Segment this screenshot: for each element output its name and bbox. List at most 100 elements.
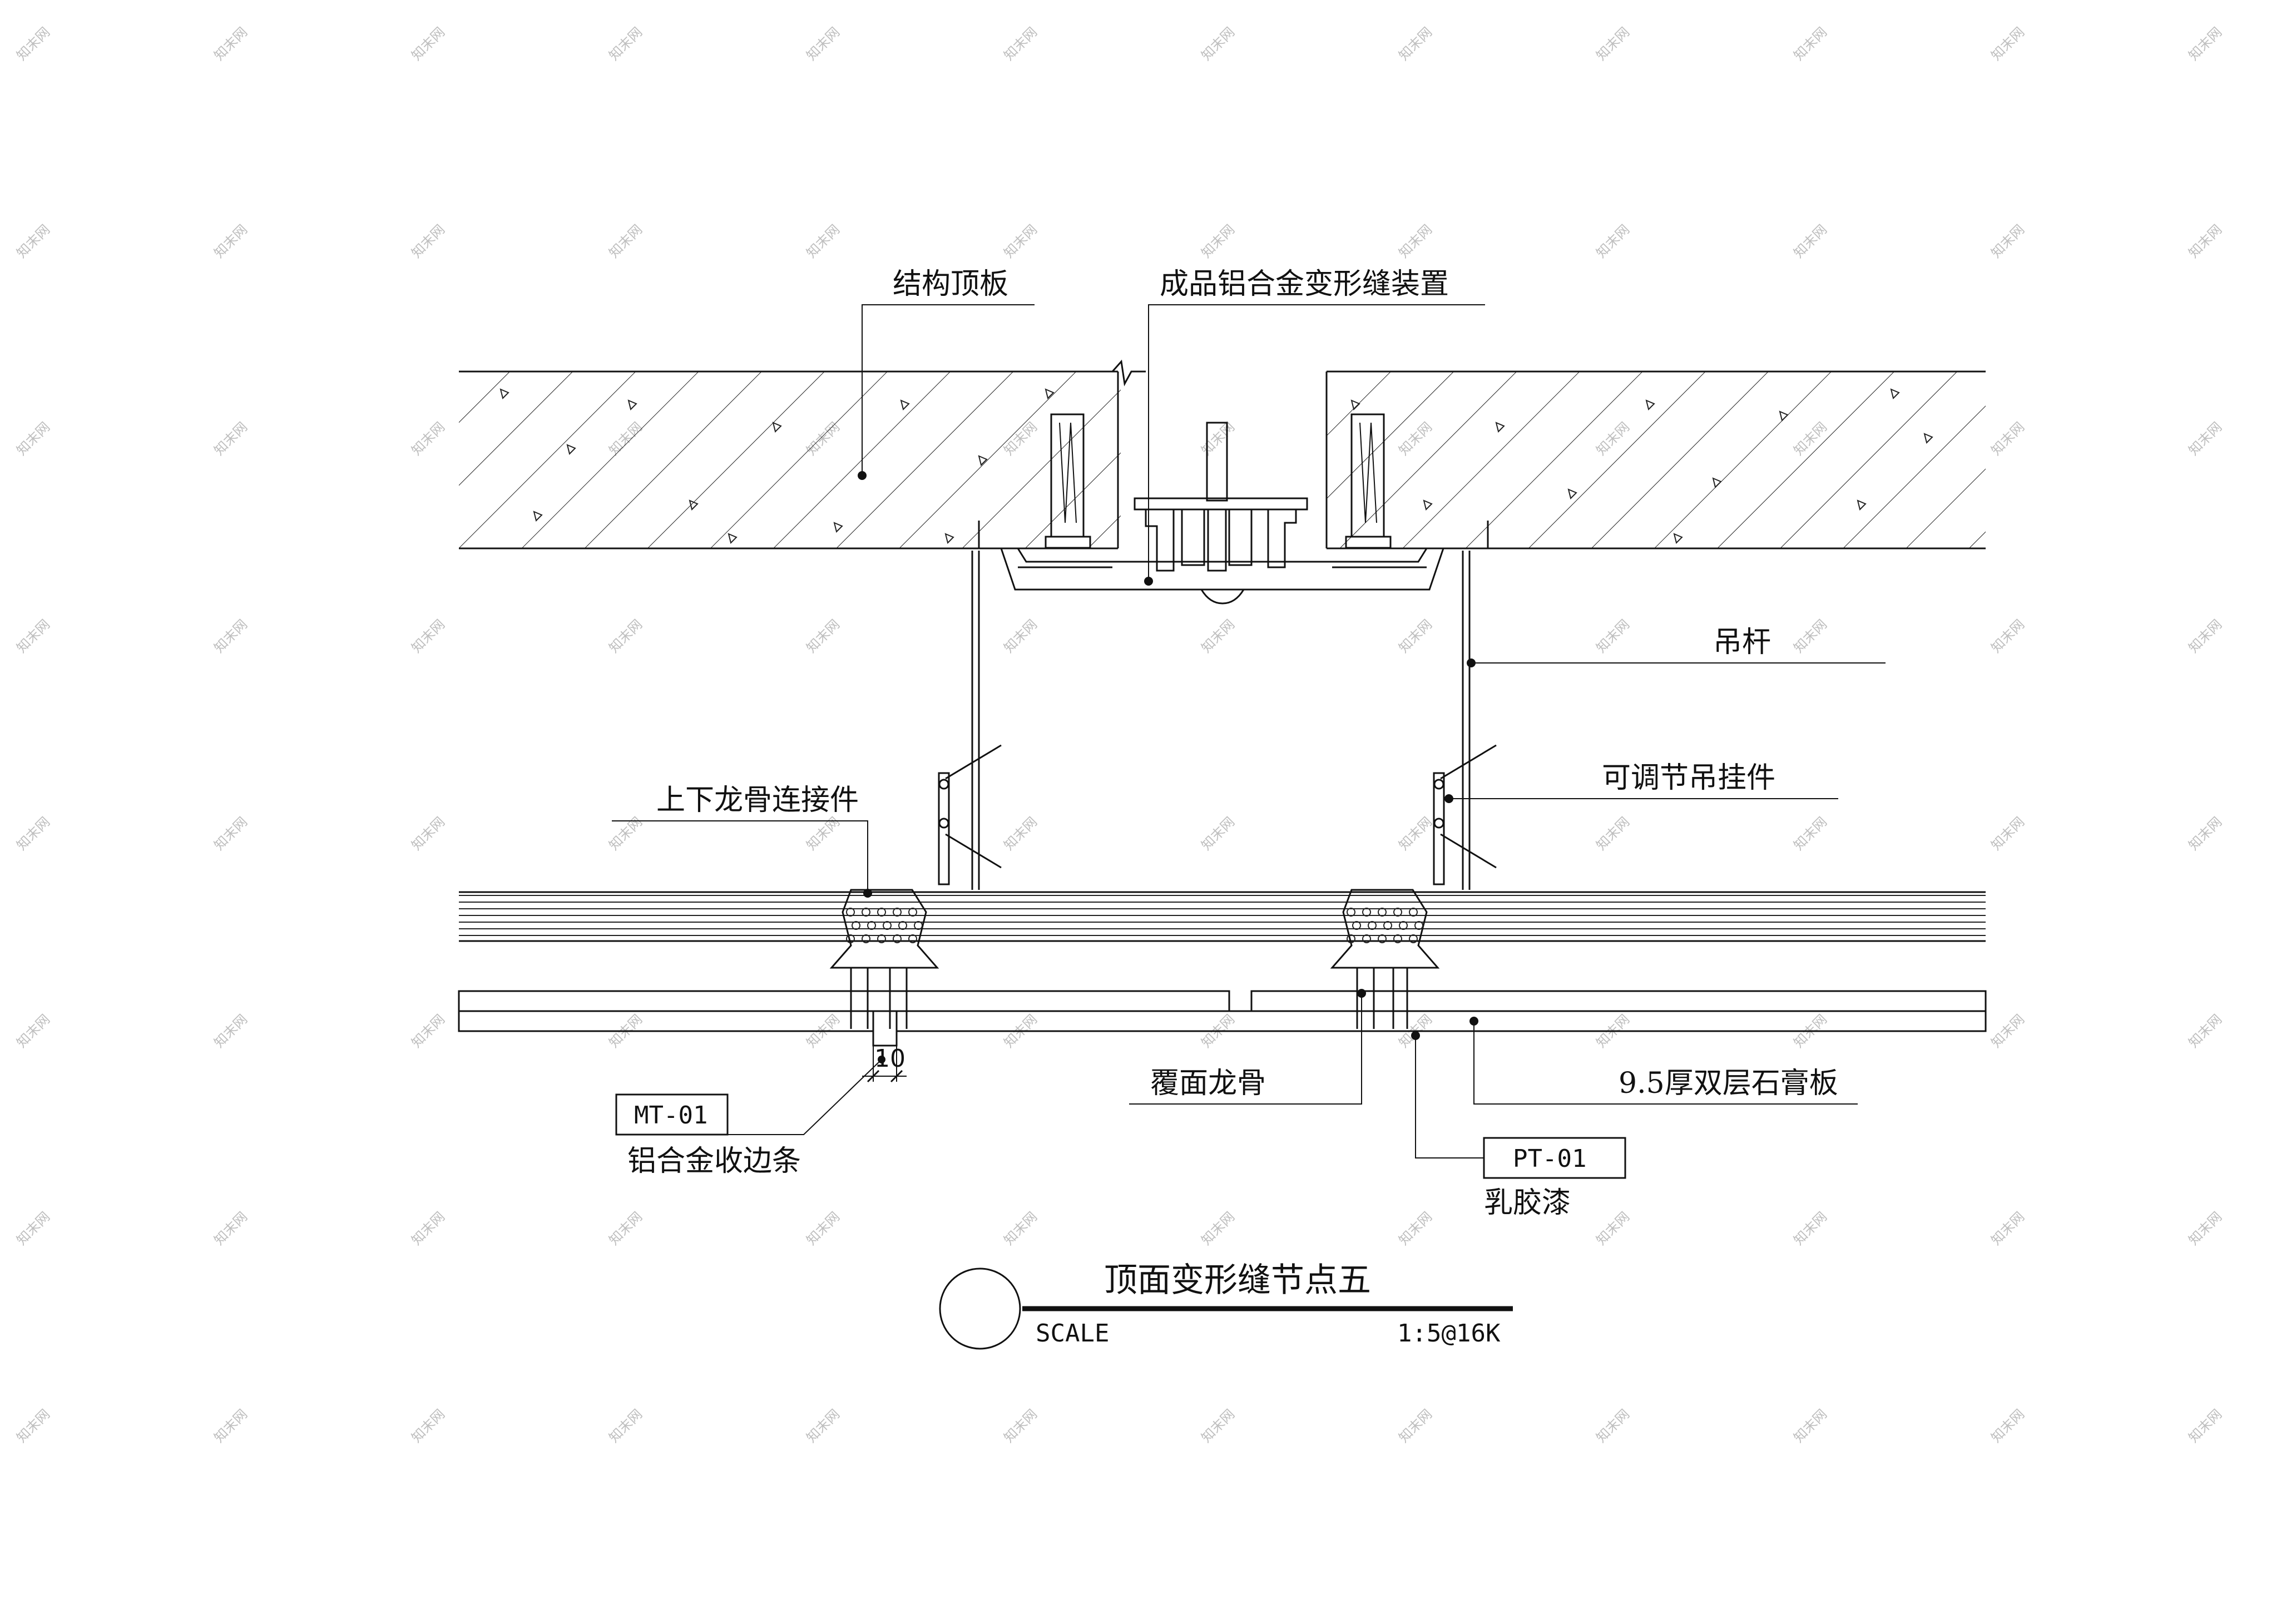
tag-box-mt01 [615,1093,729,1136]
watermark-text: 知末网 [803,24,843,64]
callout-expansion-device: 成品铝合金变形缝装置 [1144,268,1485,586]
keel-connector-left [829,889,939,1029]
callout-cover-keel: 覆面龙骨 [1129,989,1366,1105]
watermark-text: 知末网 [606,1407,645,1446]
callout-latex-paint: PT-01 乳胶漆 [1411,1031,1626,1220]
watermark-text: 知末网 [408,1407,448,1446]
label-cover-keel: 覆面龙骨 [1150,1067,1266,1100]
label-keel-connector: 上下龙骨连接件 [656,784,859,817]
scale-label: SCALE [1036,1319,1109,1348]
watermark-text: 知末网 [211,1209,250,1249]
watermark-text: 知末网 [1988,617,2027,656]
watermark-text: 知末网 [2185,24,2225,64]
watermark-text: 知末网 [1198,1407,1238,1446]
label-hanger-rod: 吊杆 [1713,626,1771,659]
watermark-text: 知末网 [606,222,645,261]
tag-box-pt01 [1483,1137,1626,1179]
watermark-text: 知末网 [1988,24,2027,64]
watermark-text: 知末网 [1198,1209,1238,1249]
adjustable-hanger-right [1433,744,1497,885]
watermark-text: 知末网 [803,1209,843,1249]
label-gypsum-board: 9.5厚双层石膏板 [1619,1067,1838,1100]
label-edge-strip: 铝合金收边条 [627,1145,801,1178]
watermark-text: 知末网 [13,24,53,64]
callout-adjustable-hanger: 可调节吊挂件 [1444,761,1838,803]
watermark-text: 知末网 [803,617,843,656]
expansion-joint-device [999,422,1445,605]
watermark-text: 知末网 [13,1209,53,1249]
watermark-text: 知末网 [1790,24,1830,64]
label-structural-slab: 结构顶板 [893,268,1008,301]
tag-paint-code: PT-01 [1513,1145,1586,1173]
watermark-text: 知末网 [1198,24,1238,64]
watermark-text: 知末网 [1593,1209,1632,1249]
structural-slab [459,359,1986,549]
watermark-text: 知末网 [1593,1407,1632,1446]
watermark-text: 知末网 [1396,617,1435,656]
label-expansion-device: 成品铝合金变形缝装置 [1160,268,1449,301]
watermark-text: 知末网 [408,617,448,656]
watermark-text: 知末网 [1001,617,1040,656]
watermark-text: 知末网 [606,1209,645,1249]
watermark-text: 知末网 [13,419,53,459]
watermark-text: 知末网 [1001,1407,1040,1446]
main-keel [459,891,1986,942]
anchor-bolt-left [1045,413,1091,549]
watermark-text: 知末网 [2185,419,2225,459]
watermark-text: 知末网 [1988,814,2027,854]
gap-dimension: 10 [862,1044,907,1083]
adjustable-hanger-left [938,744,1002,885]
watermark-text: 知末网 [2185,222,2225,261]
watermark-text: 知末网 [1198,419,1238,459]
watermark-text: 知末网 [2185,1209,2225,1249]
watermark-text: 知末网 [13,814,53,854]
watermark-text: 知末网 [1988,222,2027,261]
watermark-text: 知末网 [1593,222,1632,261]
watermark-text: 知末网 [1001,24,1040,64]
tag-edge-strip-code: MT-01 [634,1101,707,1130]
scale-value: 1:5@16K [1397,1319,1501,1348]
watermark-text: 知末网 [1988,1407,2027,1446]
watermark-text: 知末网 [803,814,843,854]
watermark-text: 知末网 [1001,1209,1040,1249]
watermark-text: 知末网 [1396,24,1435,64]
watermark-text: 知末网 [1396,222,1435,261]
watermark-text: 知末网 [1198,617,1238,656]
watermark-text: 知末网 [1593,814,1632,854]
watermark-text: 知末网 [408,419,448,459]
callout-structural-slab: 结构顶板 [858,268,1035,480]
watermark-layer: 知末网知末网知末网知末网知末网知末网知末网知末网知末网知末网知末网知末网知末网知… [13,24,2225,1446]
watermark-text: 知末网 [1790,814,1830,854]
watermark-text: 知末网 [211,419,250,459]
detail-title: 顶面变形缝节点五 [1104,1261,1371,1300]
watermark-text: 知末网 [211,1012,250,1051]
watermark-text: 知末网 [1790,1407,1830,1446]
watermark-text: 知末网 [2185,1012,2225,1051]
watermark-text: 知末网 [13,222,53,261]
watermark-text: 知末网 [1001,222,1040,261]
watermark-text: 知末网 [211,814,250,854]
watermark-text: 知末网 [1593,617,1632,656]
watermark-text: 知末网 [211,222,250,261]
watermark-text: 知末网 [606,814,645,854]
watermark-text: 知末网 [606,617,645,656]
watermark-text: 知末网 [1396,814,1435,854]
detail-number-circle [939,1267,1021,1350]
watermark-text: 知末网 [606,24,645,64]
watermark-text: 知末网 [408,222,448,261]
watermark-text: 知末网 [1790,222,1830,261]
watermark-text: 知末网 [1988,1012,2027,1051]
keel-connector-right [1330,889,1440,1029]
watermark-text: 知末网 [803,1407,843,1446]
watermark-text: 知末网 [408,1012,448,1051]
watermark-text: 知末网 [408,1209,448,1249]
watermark-text: 知末网 [13,1012,53,1051]
watermark-text: 知末网 [1988,419,2027,459]
callout-edge-strip: MT-01 铝合金收边条 [615,1056,885,1178]
aluminum-edge-strip [872,1011,898,1047]
watermark-text: 知末网 [211,24,250,64]
label-adjustable-hanger: 可调节吊挂件 [1602,761,1775,795]
watermark-text: 知末网 [1988,1209,2027,1249]
watermark-text: 知末网 [1001,814,1040,854]
